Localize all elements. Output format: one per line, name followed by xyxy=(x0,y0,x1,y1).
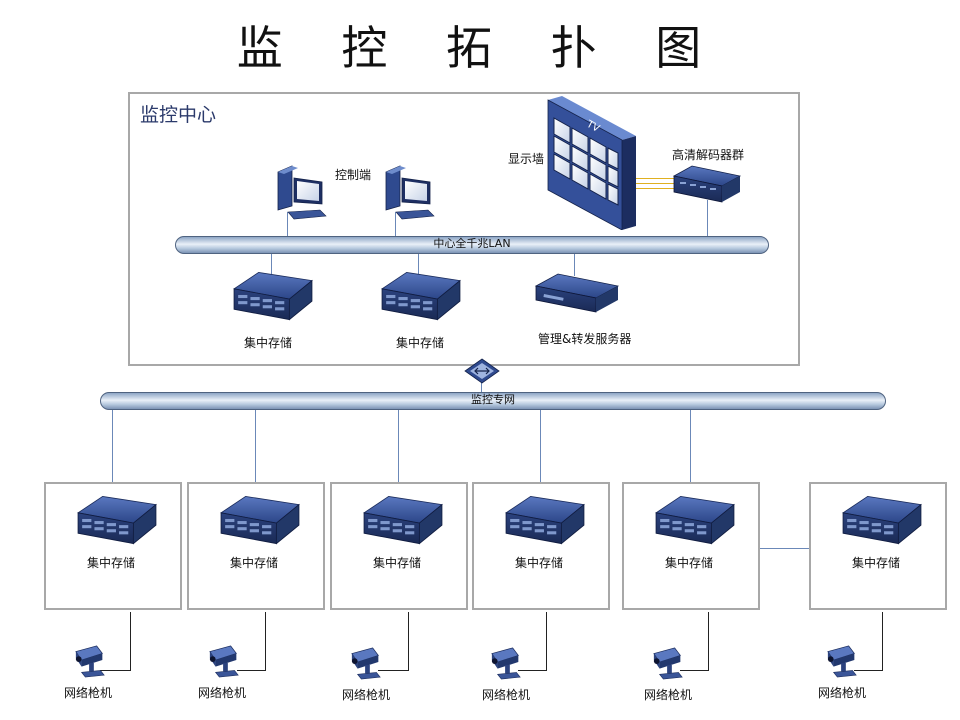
console-label: 控制端 xyxy=(335,168,372,182)
bullet-camera-icon xyxy=(488,646,526,680)
site-4-camera-label: 网络枪机 xyxy=(482,688,531,702)
center-storage-2-link xyxy=(418,254,419,274)
site-1-camera-label: 网络枪机 xyxy=(64,686,113,700)
server-link xyxy=(574,254,575,276)
bullet-camera-icon xyxy=(348,646,386,680)
site-1-link xyxy=(112,410,113,482)
storage-array-icon xyxy=(232,270,314,322)
storage-array-icon xyxy=(380,270,462,322)
site-3-storage-label: 集中存储 xyxy=(373,556,422,570)
site-1-storage-label: 集中存储 xyxy=(87,556,136,570)
storage-array-icon xyxy=(362,494,444,546)
workstation-icon xyxy=(268,162,330,220)
center-lan-bus xyxy=(175,236,769,254)
storage-array-icon xyxy=(654,494,736,546)
workstation-2-link xyxy=(395,212,396,236)
monitoring-network-label: 监控专网 xyxy=(471,393,515,406)
site-5-6-link xyxy=(758,548,810,549)
bullet-camera-icon xyxy=(72,644,110,678)
site-4-storage-label: 集中存储 xyxy=(515,556,564,570)
bullet-camera-icon xyxy=(650,646,688,680)
page-title: 监 控 拓 扑 图 xyxy=(236,21,724,75)
site-4-link xyxy=(540,410,541,482)
site-1-camera-link xyxy=(100,612,131,671)
monitoring-center-box xyxy=(128,92,800,366)
site-3-link xyxy=(398,410,399,482)
site-5-storage-label: 集中存储 xyxy=(665,556,714,570)
decoder-icon xyxy=(672,162,742,206)
bullet-camera-icon xyxy=(206,644,244,678)
monitoring-network-bus xyxy=(100,392,886,410)
site-2-link xyxy=(255,410,256,482)
site-5-link xyxy=(690,410,691,482)
site-2-camera-link xyxy=(237,612,266,671)
decoder-link xyxy=(636,183,678,184)
workstation-icon xyxy=(376,162,438,220)
site-3-camera-link xyxy=(378,612,409,671)
server-icon xyxy=(534,270,620,316)
site-3-camera-label: 网络枪机 xyxy=(342,688,391,702)
decoder-lan-link xyxy=(707,200,708,236)
site-6-camera-link xyxy=(854,612,883,671)
site-4-camera-link xyxy=(518,612,547,671)
site-5-camera-link xyxy=(680,612,709,671)
decoder-label: 高清解码器群 xyxy=(672,148,745,162)
bullet-camera-icon xyxy=(824,644,862,678)
server-label: 管理&转发服务器 xyxy=(538,332,632,346)
monitoring-center-label: 监控中心 xyxy=(140,104,217,126)
site-2-camera-label: 网络枪机 xyxy=(198,686,247,700)
storage-array-icon xyxy=(76,494,158,546)
center-storage-2-label: 集中存储 xyxy=(396,336,445,350)
center-storage-1-link xyxy=(271,254,272,274)
decoder-link xyxy=(636,178,678,179)
site-2-storage-label: 集中存储 xyxy=(230,556,279,570)
storage-array-icon xyxy=(841,494,923,546)
workstation-1-link xyxy=(287,212,288,236)
video-wall-icon: TV xyxy=(540,96,640,231)
center-storage-1-label: 集中存储 xyxy=(244,336,293,350)
site-6-storage-label: 集中存储 xyxy=(852,556,901,570)
switch-icon xyxy=(464,358,500,384)
center-lan-label: 中心全千兆LAN xyxy=(433,237,511,250)
storage-array-icon xyxy=(219,494,301,546)
storage-array-icon xyxy=(504,494,586,546)
decoder-link xyxy=(636,188,678,189)
site-5-camera-label: 网络枪机 xyxy=(644,688,693,702)
video-wall-label: 显示墙 xyxy=(508,152,545,166)
site-6-camera-label: 网络枪机 xyxy=(818,686,867,700)
